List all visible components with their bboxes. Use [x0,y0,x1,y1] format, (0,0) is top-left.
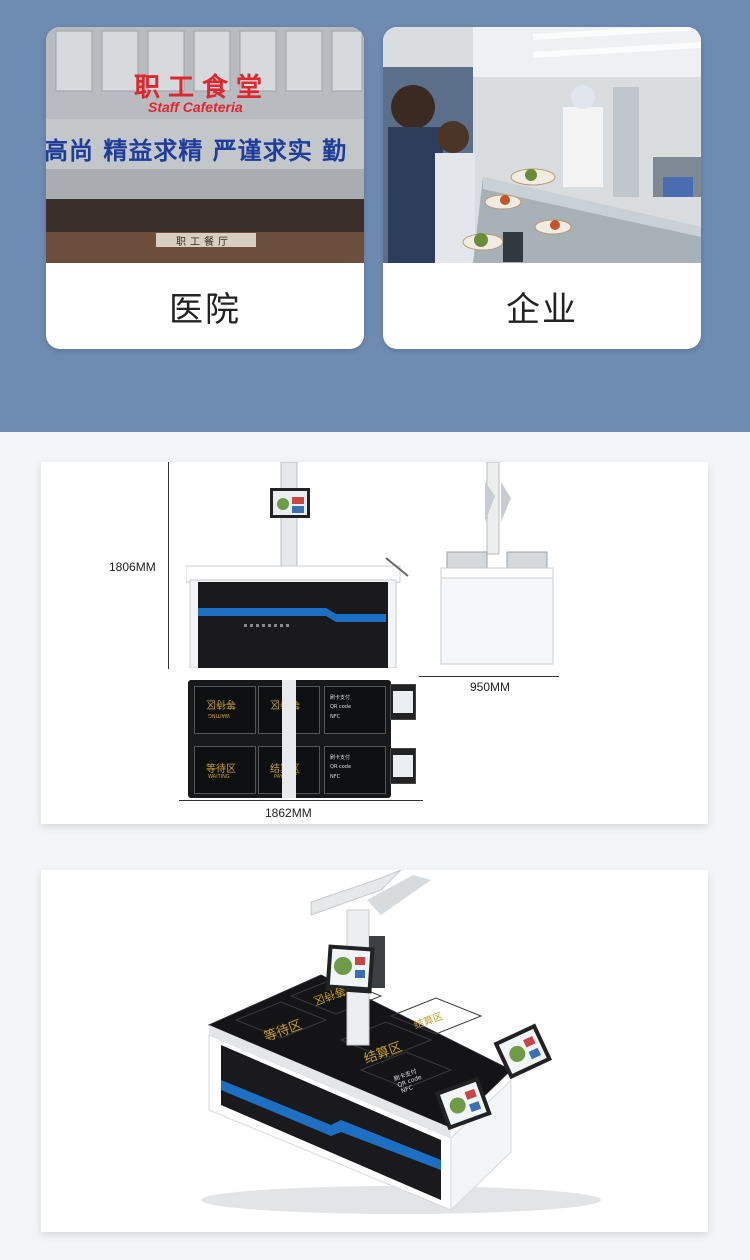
pole-top-view [282,680,296,798]
dimension-drawing-panel: 1806MM 950MM 等待区 WAITING 等待区 等待区 [41,462,708,824]
length-label: 1862MM [265,806,312,820]
pay-line-bottom-3: NFC [330,774,341,780]
zone-waiting-3 [194,746,256,794]
length-dimension-line [179,800,423,801]
pay-panel-top [324,686,386,734]
hospital-sign-en: Staff Cafeteria [148,99,243,115]
pay-line-top-1: 刷卡支付 [330,695,351,701]
tablet-top-view-1 [390,684,416,720]
pay-line-top-2: QR code [330,704,352,710]
zone-label-1: 等待区 [206,698,236,709]
zone-sub-3: WAITING [208,774,230,780]
hospital-sign-cn: 职工食堂 [134,73,271,103]
scenario-card-enterprise[interactable]: 企业 [383,27,701,349]
scenario-caption-hospital: 医院 [169,289,241,330]
top-view-drawing: 等待区 WAITING 等待区 等待区 WAITING 结算区 PAYMENT … [188,680,416,798]
tablet-top-view-2 [390,748,416,784]
side-view-drawing [440,462,554,665]
hospital-slogan: 高尚 精益求精 严谨求实 勤 [46,137,348,165]
scenario-caption-enterprise: 企业 [506,289,578,330]
pay-line-top-3: NFC [330,714,341,720]
zone-waiting-1 [194,686,256,734]
pay-line-bottom-2: QR code [330,764,352,770]
height-dimension-line [168,462,169,669]
height-label: 1806MM [109,560,156,574]
scenario-card-hospital[interactable]: 职工食堂 Staff Cafeteria 高尚 精益求精 严谨求实 勤 职工餐厅… [46,27,364,349]
product-render-panel: 等待区 等待区 结算区 结算区 刷卡支付 QR code NFC [41,870,708,1232]
smart-counter-render [201,870,601,1214]
pay-panel-bottom [324,746,386,794]
hospital-cafeteria-photo: 职工食堂 Staff Cafeteria 高尚 精益求精 严谨求实 勤 职工餐厅 [46,27,364,263]
zone-label-3: 等待区 [206,764,236,775]
depth-dimension-line [419,676,559,677]
pay-line-bottom-1: 刷卡支付 [330,755,351,761]
hospital-lower-sign: 职工餐厅 [176,237,232,248]
zone-sub-1: WAITING [208,712,230,718]
enterprise-canteen-photo [383,27,701,263]
depth-label: 950MM [470,680,511,694]
front-view-drawing [186,462,409,668]
